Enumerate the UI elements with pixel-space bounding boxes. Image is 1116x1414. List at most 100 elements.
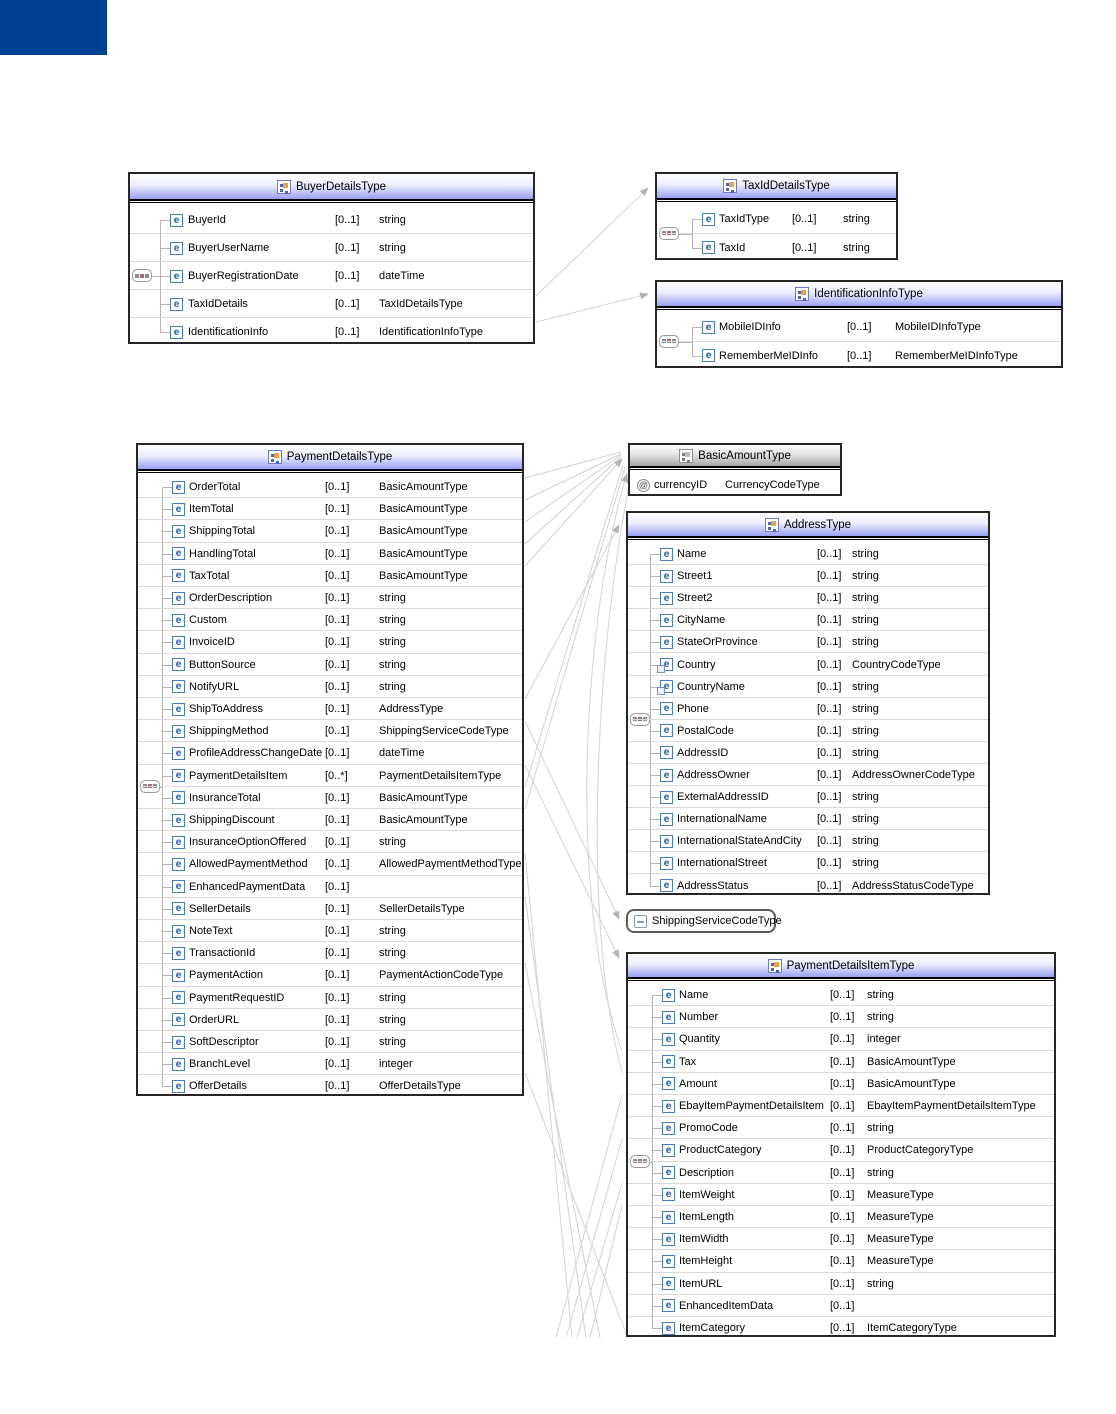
schema-box-header[interactable]: PaymentDetailsItemType (628, 954, 1054, 978)
tree-branch-line (692, 247, 702, 249)
element-icon: e (662, 988, 675, 1002)
tree-branch-line (652, 1039, 662, 1041)
field-name: TaxTotal (189, 569, 230, 582)
schema-box-header[interactable]: PaymentDetailsType (138, 445, 522, 470)
sequence-compositor-icon[interactable] (132, 269, 152, 282)
element-icon: e (172, 1079, 185, 1093)
field-cardinality: [0..1] (830, 1277, 855, 1290)
row-separator (628, 873, 988, 875)
field-cardinality: [0..1] (792, 213, 817, 225)
tree-branch-line (160, 220, 170, 221)
schema-box-header[interactable]: BasicAmountType (630, 445, 840, 467)
element-badged-icon: e (657, 680, 673, 696)
schema-box-header[interactable]: BuyerDetailsType (130, 174, 533, 200)
schema-box-header[interactable]: TaxIdDetailsType (657, 174, 896, 199)
tree-branch-line (162, 864, 172, 866)
schema-box-header[interactable]: AddressType (628, 513, 988, 537)
schema-box-header[interactable]: IdentificationInfoType (657, 282, 1061, 307)
simpletype-node-shipping-service-code[interactable]: ShippingServiceCodeType (626, 909, 782, 933)
tree-connector-line (152, 276, 160, 277)
complextype-icon (723, 179, 738, 193)
row-separator (138, 896, 522, 898)
